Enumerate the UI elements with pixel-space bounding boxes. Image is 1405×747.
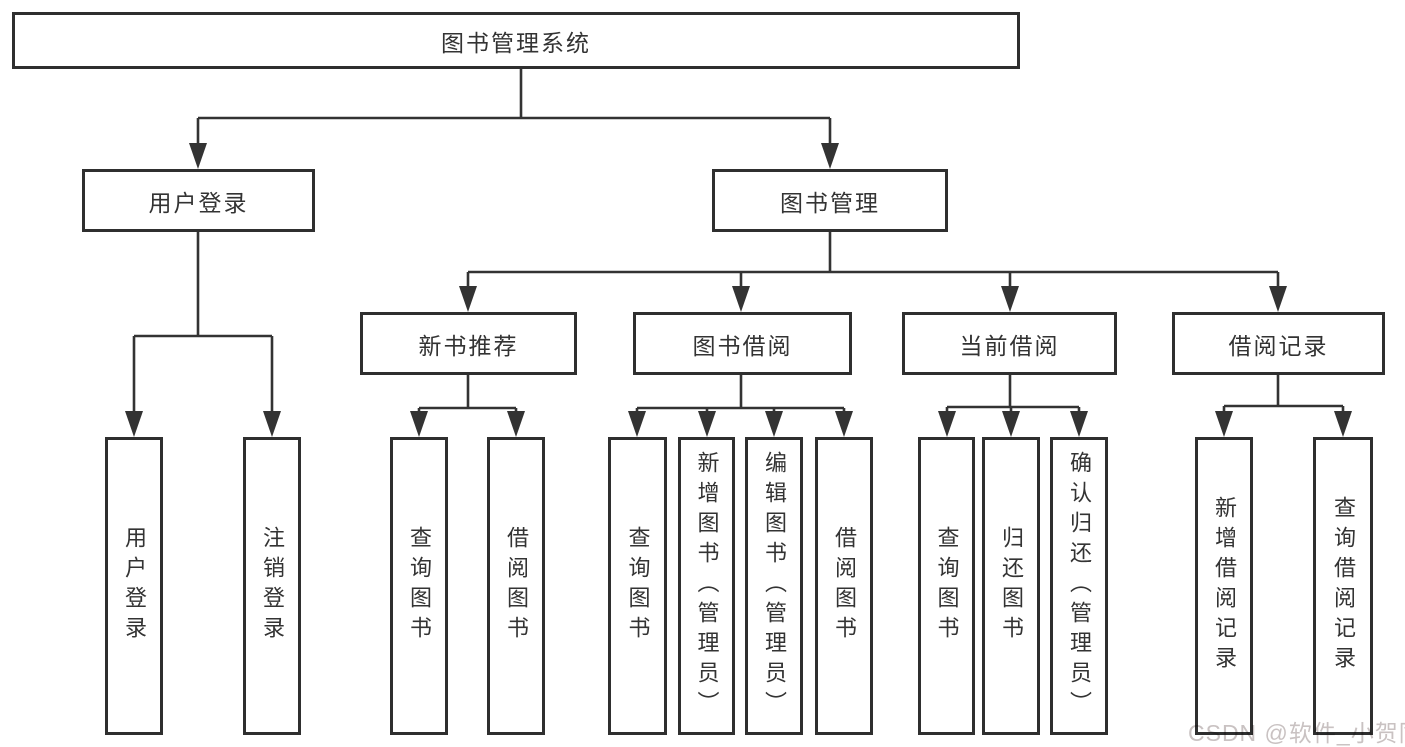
leaf-label: 编辑图书（管理员） — [762, 451, 787, 721]
connector-newbookrec-to-leaves — [410, 375, 525, 437]
leaf-label: 查询图书 — [625, 526, 651, 646]
connector-borrowrecords-to-leaves — [1215, 375, 1352, 437]
node-root: 图书管理系统 — [12, 12, 1020, 69]
leaf-label: 用户登录 — [122, 526, 147, 646]
node-leaf-return-books: 归还图书 — [982, 437, 1040, 735]
leaf-label: 查询图书 — [407, 526, 432, 646]
leaf-label: 新增图书（管理员） — [694, 451, 720, 721]
leaf-label: 查询借阅记录 — [1331, 496, 1356, 676]
node-book-borrow: 图书借阅 — [633, 312, 852, 375]
node-leaf-query-books-current: 查询图书 — [918, 437, 975, 735]
leaf-label: 注销登录 — [260, 526, 285, 646]
connector-userlogin-to-leaves — [125, 232, 281, 437]
node-leaf-query-borrow-record: 查询借阅记录 — [1313, 437, 1373, 735]
csdn-watermark: CSDN @软件_小贺同学 — [1188, 720, 1405, 746]
leaf-label: 归还图书 — [999, 526, 1024, 646]
node-leaf-confirm-return-admin: 确认归还（管理员） — [1050, 437, 1108, 735]
node-current-borrow: 当前借阅 — [902, 312, 1117, 375]
node-leaf-borrow-books-recommend: 借阅图书 — [487, 437, 545, 735]
node-leaf-query-books-borrow: 查询图书 — [608, 437, 667, 735]
node-leaf-add-book-admin: 新增图书（管理员） — [678, 437, 735, 735]
node-leaf-logout: 注销登录 — [243, 437, 301, 735]
leaf-label: 新增借阅记录 — [1212, 496, 1237, 676]
leaf-label: 借阅图书 — [832, 526, 857, 646]
node-leaf-add-borrow-record: 新增借阅记录 — [1195, 437, 1253, 735]
node-leaf-user-login: 用户登录 — [105, 437, 163, 735]
node-new-book-recommend: 新书推荐 — [360, 312, 577, 375]
connector-root-to-level2 — [189, 69, 839, 169]
node-leaf-borrow-books: 借阅图书 — [815, 437, 873, 735]
node-leaf-query-books-recommend: 查询图书 — [390, 437, 448, 735]
node-user-login: 用户登录 — [82, 169, 315, 232]
leaf-label: 查询图书 — [934, 526, 960, 646]
connector-bookborrow-to-leaves — [628, 375, 853, 437]
node-borrow-records: 借阅记录 — [1172, 312, 1385, 375]
leaf-label: 借阅图书 — [504, 526, 529, 646]
node-leaf-edit-book-admin: 编辑图书（管理员） — [745, 437, 803, 735]
connector-currentborrow-to-leaves — [938, 375, 1088, 437]
node-book-management: 图书管理 — [712, 169, 948, 232]
connector-bookmgmt-to-level3 — [459, 232, 1287, 312]
leaf-label: 确认归还（管理员） — [1067, 451, 1092, 721]
